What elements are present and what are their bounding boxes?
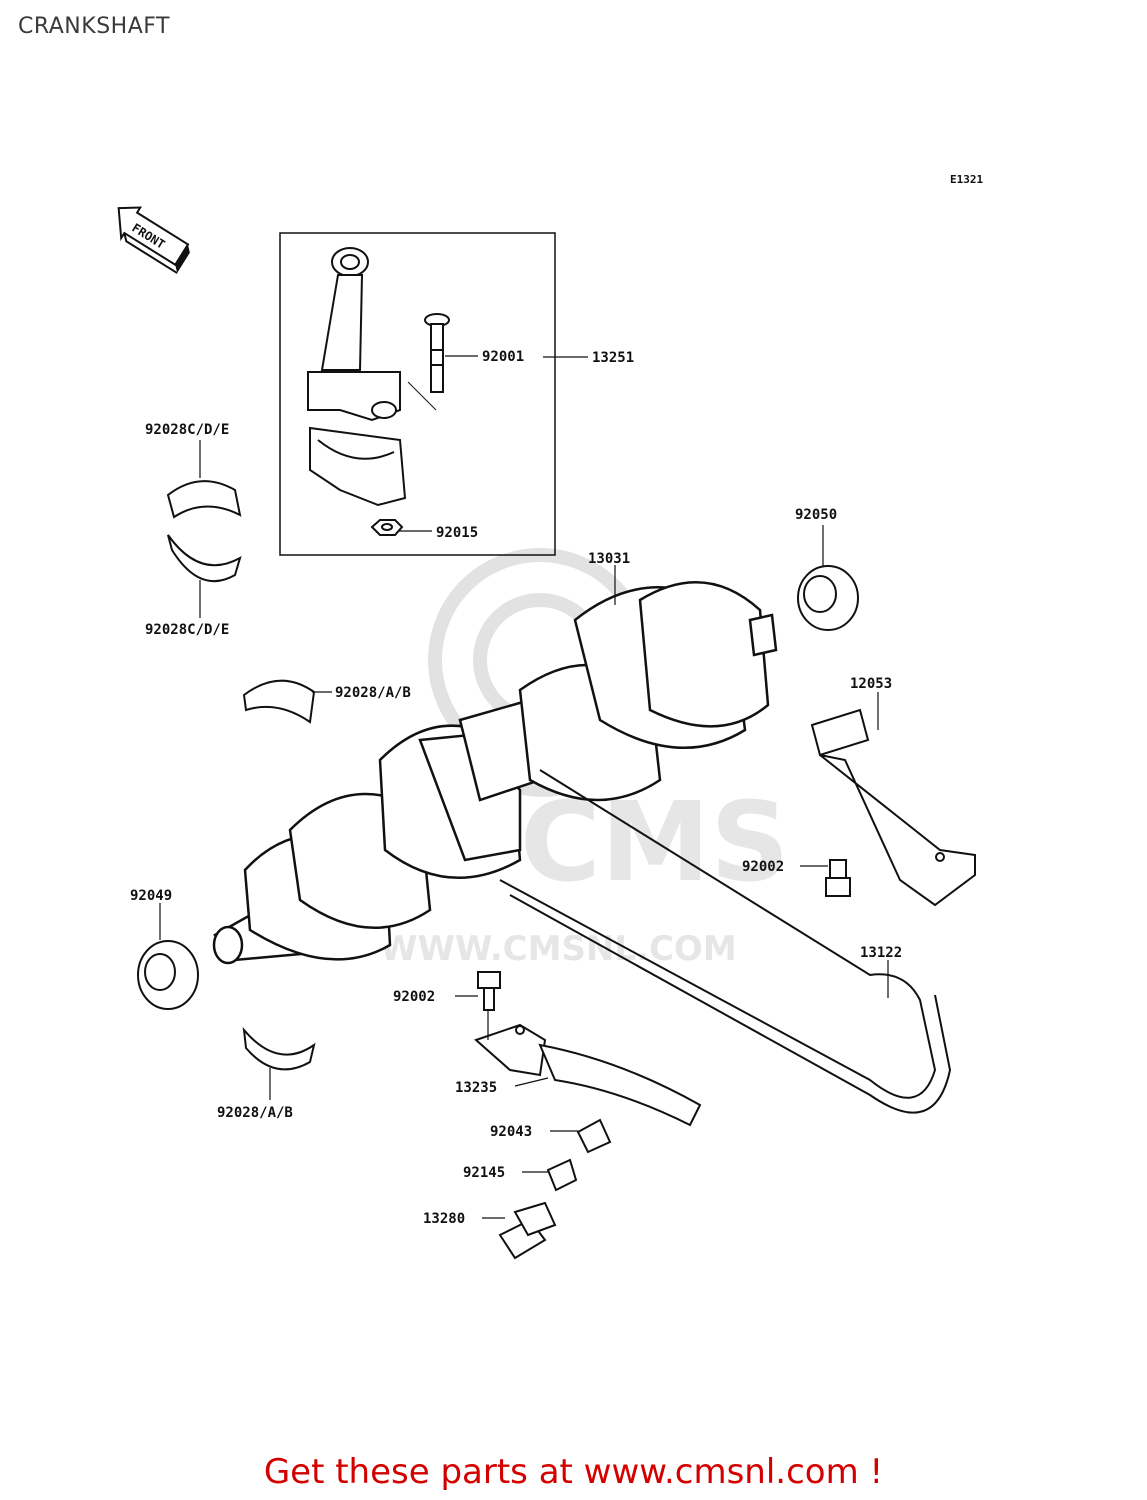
watermark-url: WWW.CMSNL.COM bbox=[380, 929, 737, 969]
front-arrow-icon: FRONT bbox=[117, 206, 190, 274]
callout-92049: 92049 bbox=[130, 888, 172, 904]
callout-13122: 13122 bbox=[860, 945, 902, 961]
chain-guide bbox=[810, 708, 976, 907]
connecting-rod-cap bbox=[309, 426, 407, 507]
footer-link[interactable]: Get these parts at www.cmsnl.com ! bbox=[263, 1452, 884, 1492]
tensioner-bolt bbox=[477, 971, 501, 1011]
cam-chain bbox=[499, 769, 952, 1114]
oil-seal-left bbox=[137, 940, 199, 1010]
page-title: CRANKSHAFT bbox=[18, 14, 170, 39]
tensioner-spring bbox=[546, 1158, 578, 1192]
oil-seal-right bbox=[797, 565, 859, 631]
conrod-assembly-box bbox=[279, 232, 556, 556]
tensioner-pin bbox=[576, 1118, 612, 1154]
callout-92028-main-upper: 92028/A/B bbox=[335, 685, 411, 701]
callout-92002-guide: 92002 bbox=[742, 859, 784, 875]
callout-13251: 13251 bbox=[592, 350, 634, 366]
callout-92145: 92145 bbox=[463, 1165, 505, 1181]
callout-92043: 92043 bbox=[490, 1124, 532, 1140]
lower-bearing-shell bbox=[167, 534, 242, 583]
callout-13280: 13280 bbox=[423, 1211, 465, 1227]
callout-92001: 92001 bbox=[482, 349, 524, 365]
callout-13031: 13031 bbox=[588, 551, 630, 567]
crankshaft bbox=[212, 581, 778, 965]
connecting-rod bbox=[307, 247, 401, 422]
conrod-nut bbox=[370, 519, 404, 536]
leader-lines bbox=[159, 355, 889, 1219]
main-bearing-lower bbox=[242, 1026, 316, 1071]
chain-tensioner bbox=[474, 1023, 702, 1127]
callout-13235: 13235 bbox=[455, 1080, 497, 1096]
callout-92050: 92050 bbox=[795, 507, 837, 523]
upper-bearing-shell bbox=[166, 480, 242, 519]
callout-92028-lower: 92028C/D/E bbox=[145, 622, 229, 638]
callout-92028-main-lower: 92028/A/B bbox=[217, 1105, 293, 1121]
tensioner-plug bbox=[498, 1201, 557, 1260]
callout-92002-tensioner: 92002 bbox=[393, 989, 435, 1005]
callout-92028-upper: 92028C/D/E bbox=[145, 422, 229, 438]
callout-12053: 12053 bbox=[850, 676, 892, 692]
callout-92015: 92015 bbox=[436, 525, 478, 541]
main-bearing-upper bbox=[242, 679, 316, 724]
conrod-bolt bbox=[424, 313, 450, 393]
guide-bolt bbox=[825, 859, 851, 897]
diagram-code: E1321 bbox=[950, 173, 983, 186]
